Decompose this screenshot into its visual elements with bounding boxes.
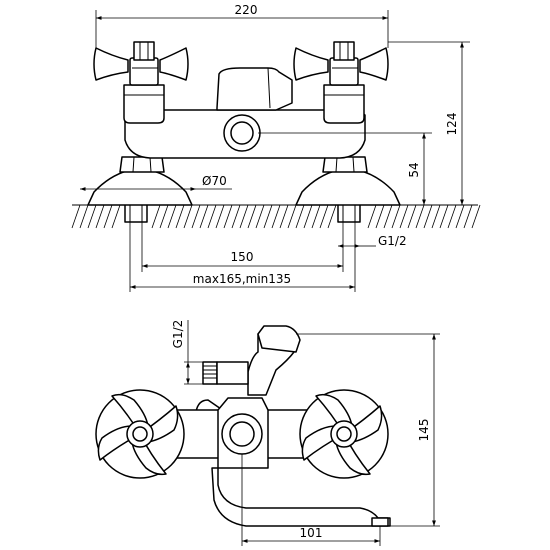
dimension-inlet-height: 54	[258, 132, 432, 205]
hatch-line	[103, 204, 113, 229]
dimension-width-total: 220	[95, 3, 389, 48]
hatch-line	[327, 204, 337, 229]
side-right-handle	[299, 389, 389, 479]
hatch-line	[391, 204, 401, 229]
hatch-line	[207, 204, 217, 229]
dimension-shower-thread: G1/2	[171, 320, 203, 385]
hatch-line	[367, 204, 377, 229]
hatch-line	[447, 204, 457, 229]
right-flange	[295, 169, 401, 206]
hatch-line	[151, 204, 161, 229]
center-outlet	[223, 114, 261, 152]
hatch-line	[71, 204, 81, 229]
shower-thread-stub	[202, 361, 249, 385]
shower-outlet-head	[257, 325, 301, 353]
hatch-line	[199, 204, 209, 229]
hatch-line	[87, 204, 97, 229]
dimension-inlet-thread: G1/2	[338, 234, 407, 248]
hatch-line	[79, 204, 89, 229]
front-view: 220 124 54 Ø70 G1/2	[71, 3, 481, 292]
hatch-line	[279, 204, 289, 229]
hatch-line	[423, 204, 433, 229]
dimension-shower-thread-label: G1/2	[171, 320, 185, 349]
hatch-line	[415, 204, 425, 229]
hatch-line	[247, 204, 257, 229]
hatch-line	[319, 204, 329, 229]
right-hex-nut	[322, 156, 368, 173]
spout	[211, 467, 391, 527]
hatch-line	[175, 204, 185, 229]
hatch-line	[471, 204, 481, 229]
hatch-line	[287, 204, 297, 229]
hatch-line	[255, 204, 265, 229]
dimension-height-label: 124	[445, 113, 459, 136]
left-hex-nut	[119, 156, 165, 173]
hatch-line	[159, 204, 169, 229]
hatch-line	[463, 204, 473, 229]
dimension-flange-label: Ø70	[202, 174, 227, 188]
hatch-line	[263, 204, 273, 229]
hatch-line	[431, 204, 441, 229]
hatch-line	[231, 204, 241, 229]
diverter-block	[216, 67, 293, 111]
hatch-line	[455, 204, 465, 229]
right-cross-handle	[293, 41, 389, 86]
dimension-range-label: max165,min135	[193, 272, 291, 286]
hatch-line	[239, 204, 249, 229]
side-left-handle	[95, 389, 185, 479]
dimension-center-label: 150	[231, 250, 254, 264]
hatch-line	[183, 204, 193, 229]
hatch-line	[295, 204, 305, 229]
hatch-line	[383, 204, 393, 229]
hatch-line	[191, 204, 201, 229]
hatch-line	[215, 204, 225, 229]
dimension-side-height-label: 145	[417, 419, 431, 442]
hatch-line	[167, 204, 177, 229]
side-outlet-inner	[229, 421, 255, 447]
hatch-line	[407, 204, 417, 229]
right-valve-body	[323, 84, 365, 124]
dimension-height-total: 124	[388, 41, 470, 206]
hatch-line	[311, 204, 321, 229]
hatch-line	[111, 204, 121, 229]
dimension-inlet-label: 54	[407, 162, 421, 177]
hatch-line	[303, 204, 313, 229]
dimension-spout-length: 101	[241, 454, 381, 546]
hatch-line	[95, 204, 105, 229]
dimension-thread-label: G1/2	[378, 234, 407, 248]
hatch-line	[375, 204, 385, 229]
hatch-line	[399, 204, 409, 229]
aerator	[371, 517, 389, 527]
hatch-line	[271, 204, 281, 229]
dimension-flange-diameter: Ø70	[80, 174, 232, 191]
left-valve-body	[123, 84, 165, 124]
dimension-width-label: 220	[235, 3, 258, 17]
left-flange	[87, 169, 193, 206]
hatch-line	[223, 204, 233, 229]
left-cross-handle	[93, 41, 189, 86]
dimension-center-distance: 150	[141, 222, 344, 272]
side-view: G1/2 145 101	[95, 320, 440, 546]
hatch-line	[439, 204, 449, 229]
dimension-spout-label: 101	[300, 526, 323, 540]
dimension-center-range: max165,min135	[129, 222, 356, 292]
dimension-side-height: 145	[296, 333, 440, 527]
